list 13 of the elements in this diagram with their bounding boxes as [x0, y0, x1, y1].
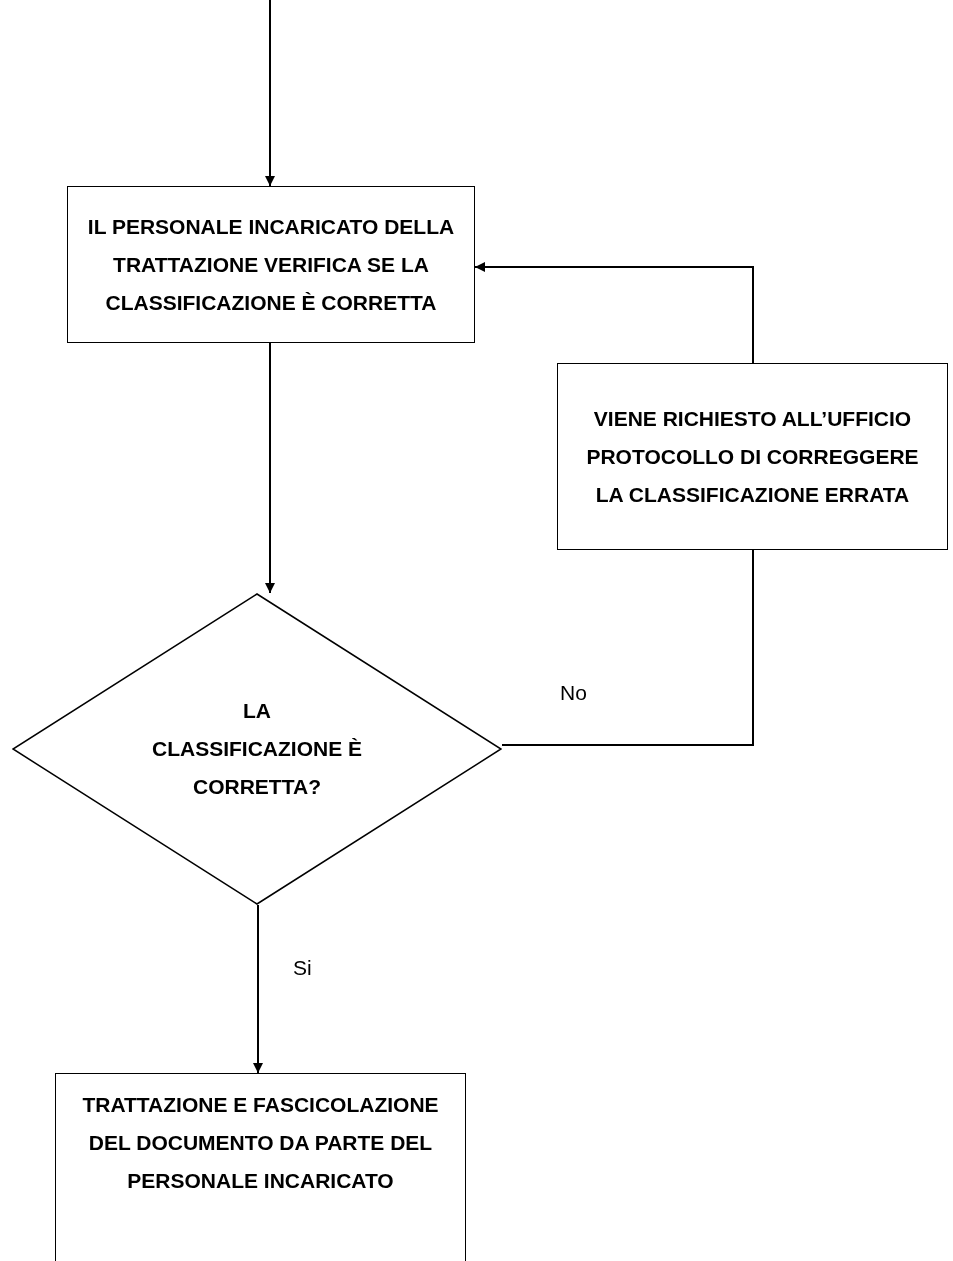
arrow — [265, 342, 275, 594]
box-text: TRATTAZIONE E FASCICOLAZIONE DEL DOCUMENTO DA PARTE DEL PERSONALE INCARICATO — [81, 1092, 440, 1194]
process-box — [67, 186, 475, 343]
box-text: LA CLASSIFICAZIONE È CORRETTA? — [152, 698, 362, 800]
process-box — [557, 363, 948, 550]
arrow — [265, 0, 275, 187]
box-text: IL PERSONALE INCARICATO DELLA TRATTAZIONE VERIFICA SE LA CLASSIFICAZIONE È CORRETTA — [86, 213, 456, 316]
box-text: VIENE RICHIESTO ALL’UFFICIO PROTOCOLLO DI CORREGGERE LA CLASSIFICAZIONE ERRATA — [585, 405, 920, 508]
connector-line — [501, 549, 754, 746]
decision-diamond — [12, 593, 502, 905]
arrow — [474, 262, 754, 364]
arrow — [253, 904, 263, 1074]
process-box — [55, 1073, 466, 1261]
